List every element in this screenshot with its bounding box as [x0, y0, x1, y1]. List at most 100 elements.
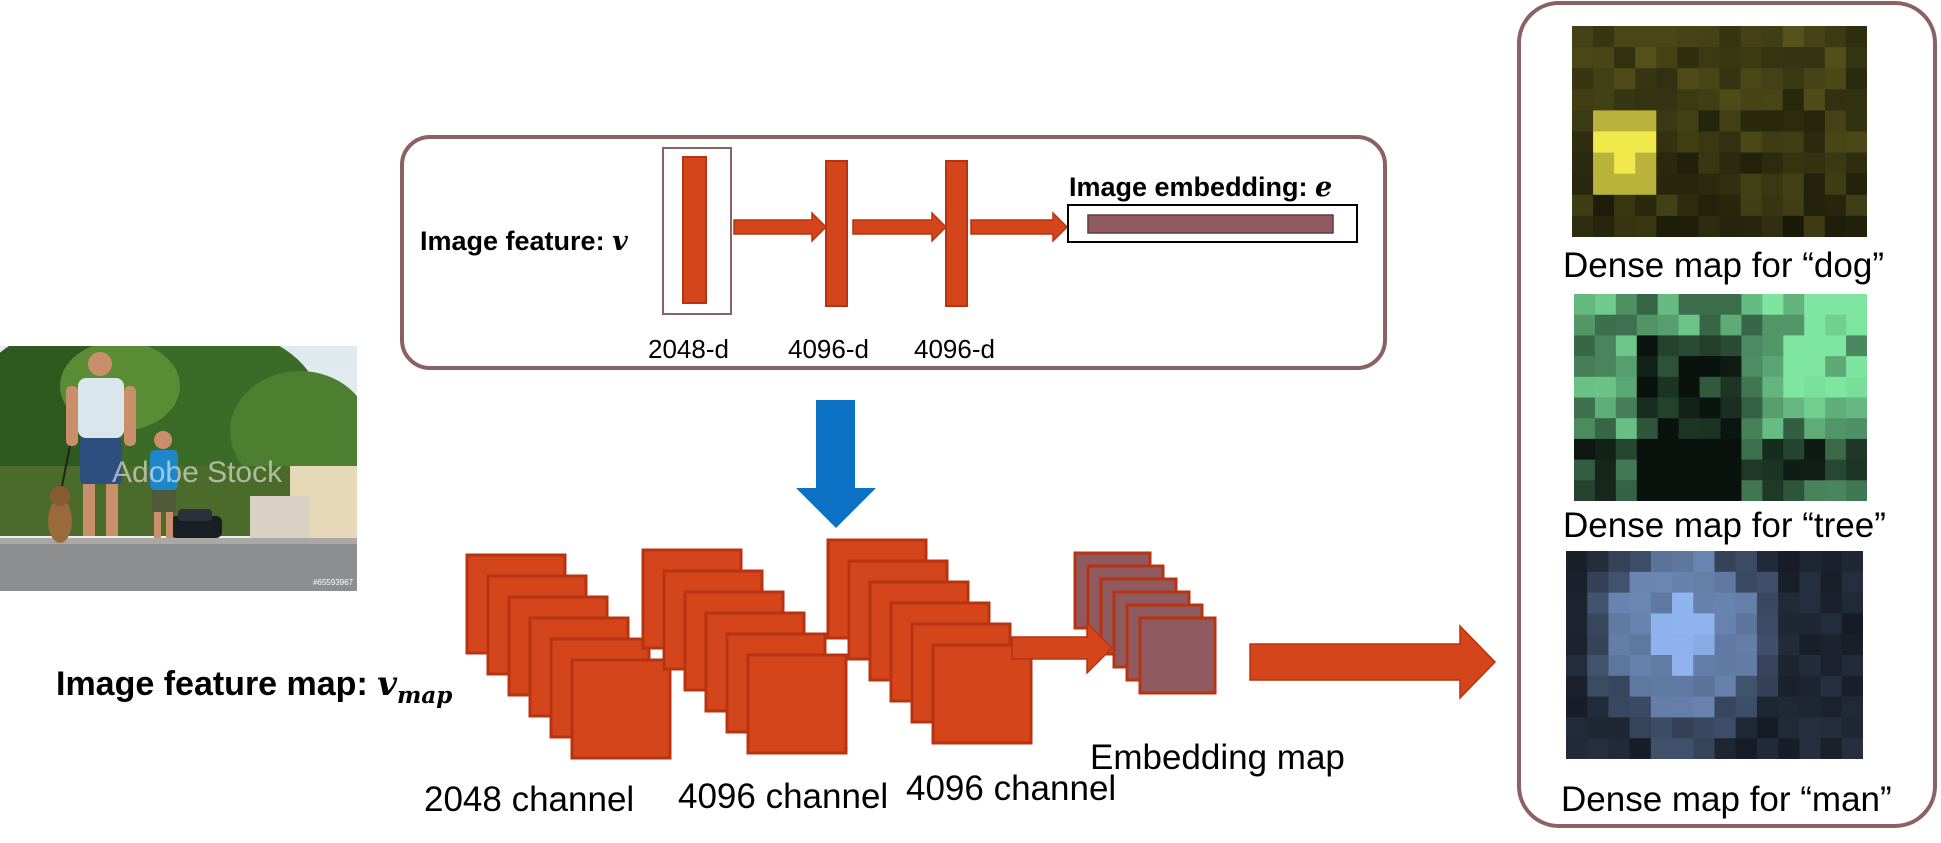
heatmap-cell — [1756, 634, 1779, 656]
heatmap-cell — [1629, 717, 1652, 739]
heatmap-cell — [1778, 551, 1800, 573]
heatmap-cell — [1783, 397, 1805, 419]
heatmap-cell — [1714, 655, 1737, 677]
heatmap-cell — [1782, 47, 1805, 69]
heatmap-cell — [1677, 68, 1700, 90]
heatmap-cell — [1761, 47, 1784, 69]
heatmap-cell — [1650, 717, 1673, 739]
heatmap-cell — [1820, 738, 1843, 759]
heatmap-cell — [1714, 613, 1737, 635]
heatmap-cell — [1614, 152, 1636, 175]
heatmap-cell — [1672, 655, 1694, 677]
heatmap-cell — [1735, 592, 1758, 614]
heatmap-cell — [1615, 376, 1638, 399]
heatmap-cell — [1804, 397, 1826, 419]
conv-arrow — [1011, 621, 1114, 675]
heatmap-cell — [1761, 89, 1784, 111]
heatmap-cell — [1587, 717, 1610, 739]
heatmap-cell — [1741, 480, 1763, 501]
heatmap-cell — [1635, 131, 1657, 154]
image-feature-label: Image feature: v — [420, 226, 628, 256]
heatmap-cell — [1841, 655, 1863, 677]
heatmap-cell — [1824, 173, 1847, 196]
heatmap-cell — [1699, 459, 1722, 481]
heatmap-cell — [1803, 47, 1826, 69]
image-feature-text: Image feature: — [420, 226, 613, 256]
heatmap-cell — [1614, 26, 1636, 48]
heatmap-cell — [1678, 314, 1701, 336]
heatmap-cell — [1740, 173, 1763, 196]
heatmap-cell — [1820, 592, 1843, 614]
heatmap-cell — [1587, 634, 1610, 656]
heatmap-cell — [1672, 551, 1694, 573]
heatmap-cell — [1677, 26, 1700, 48]
heatmap-cell — [1719, 152, 1742, 175]
heatmap-cell — [1824, 215, 1847, 237]
heatmap-cell — [1678, 335, 1701, 357]
heatmap-cell — [1740, 110, 1763, 133]
heatmap-cell — [1824, 47, 1847, 69]
heatmap-cell — [1693, 613, 1716, 635]
heatmap-cell — [1593, 68, 1615, 90]
heatmap-cell — [1799, 675, 1822, 698]
heatmap-cell — [1593, 152, 1615, 175]
heatmap-cell — [1762, 418, 1784, 440]
heatmap-cell — [1614, 173, 1636, 196]
heatmap-cell — [1699, 438, 1722, 461]
heatmap-cell — [1720, 376, 1743, 399]
dim-label-4096-b: 4096-d — [914, 334, 995, 364]
heatmap-cell — [1741, 438, 1763, 461]
heatmap-cell — [1593, 131, 1615, 154]
heatmap-cell — [1841, 592, 1863, 614]
heatmap-cell — [1636, 418, 1659, 440]
heatmap-cell — [1636, 376, 1659, 399]
heatmap-cell — [1678, 480, 1701, 501]
heatmap-cell — [1594, 480, 1617, 501]
heatmap-cell — [1778, 571, 1800, 594]
heatmap-cell — [1804, 356, 1826, 378]
heatmap-cell — [1740, 26, 1763, 48]
heatmap-cell — [1783, 356, 1805, 378]
heatmap-cell — [1782, 89, 1805, 111]
embedding-map-label: Embedding map — [1090, 738, 1345, 777]
heatmap-cell — [1720, 459, 1743, 481]
dim-label-4096-a: 4096-d — [788, 334, 869, 364]
heatmap-cell — [1657, 335, 1680, 357]
heatmap-cell — [1656, 173, 1678, 196]
heatmap-cell — [1635, 47, 1657, 69]
heatmap-cell — [1587, 675, 1610, 698]
feature-map-text: Image feature map: — [56, 665, 378, 703]
heatmap-cell — [1678, 438, 1701, 461]
heatmap-cell — [1593, 110, 1615, 133]
heatmap-cell — [1657, 376, 1680, 399]
heatmap-cell — [1735, 551, 1758, 573]
heatmap-cell — [1635, 215, 1657, 237]
heatmap-cell — [1657, 480, 1680, 501]
heatmap-cell — [1719, 47, 1742, 69]
heatmap-cell — [1672, 696, 1694, 718]
heatmap-grid — [1574, 294, 1867, 501]
heatmap-cell — [1714, 592, 1737, 614]
feature-map-subscript: map — [396, 681, 453, 709]
heatmap-cell — [1672, 634, 1694, 656]
heatmap-cell — [1566, 738, 1588, 759]
photo-stock-id: #65593967 — [312, 578, 353, 587]
heatmap-cell — [1720, 438, 1743, 461]
heatmap-cell — [1782, 215, 1805, 237]
heatmap-cell — [1846, 397, 1867, 419]
heatmap-cell — [1799, 551, 1822, 573]
heatmap-cell — [1846, 314, 1867, 336]
heatmap-cell — [1845, 110, 1867, 133]
heatmap-cell — [1824, 26, 1847, 48]
heatmap-cell — [1698, 68, 1721, 90]
heatmap-cell — [1614, 89, 1636, 111]
heatmap-cell — [1608, 613, 1631, 635]
heatmap-cell — [1572, 173, 1594, 196]
heatmap-cell — [1566, 571, 1588, 594]
fc-network-panel — [400, 135, 1387, 370]
heatmap-cell — [1636, 397, 1659, 419]
heatmap-cell — [1820, 571, 1843, 594]
heatmap-cell — [1594, 459, 1617, 481]
heatmap-cell — [1629, 675, 1652, 698]
embedding-vector — [1087, 214, 1334, 234]
